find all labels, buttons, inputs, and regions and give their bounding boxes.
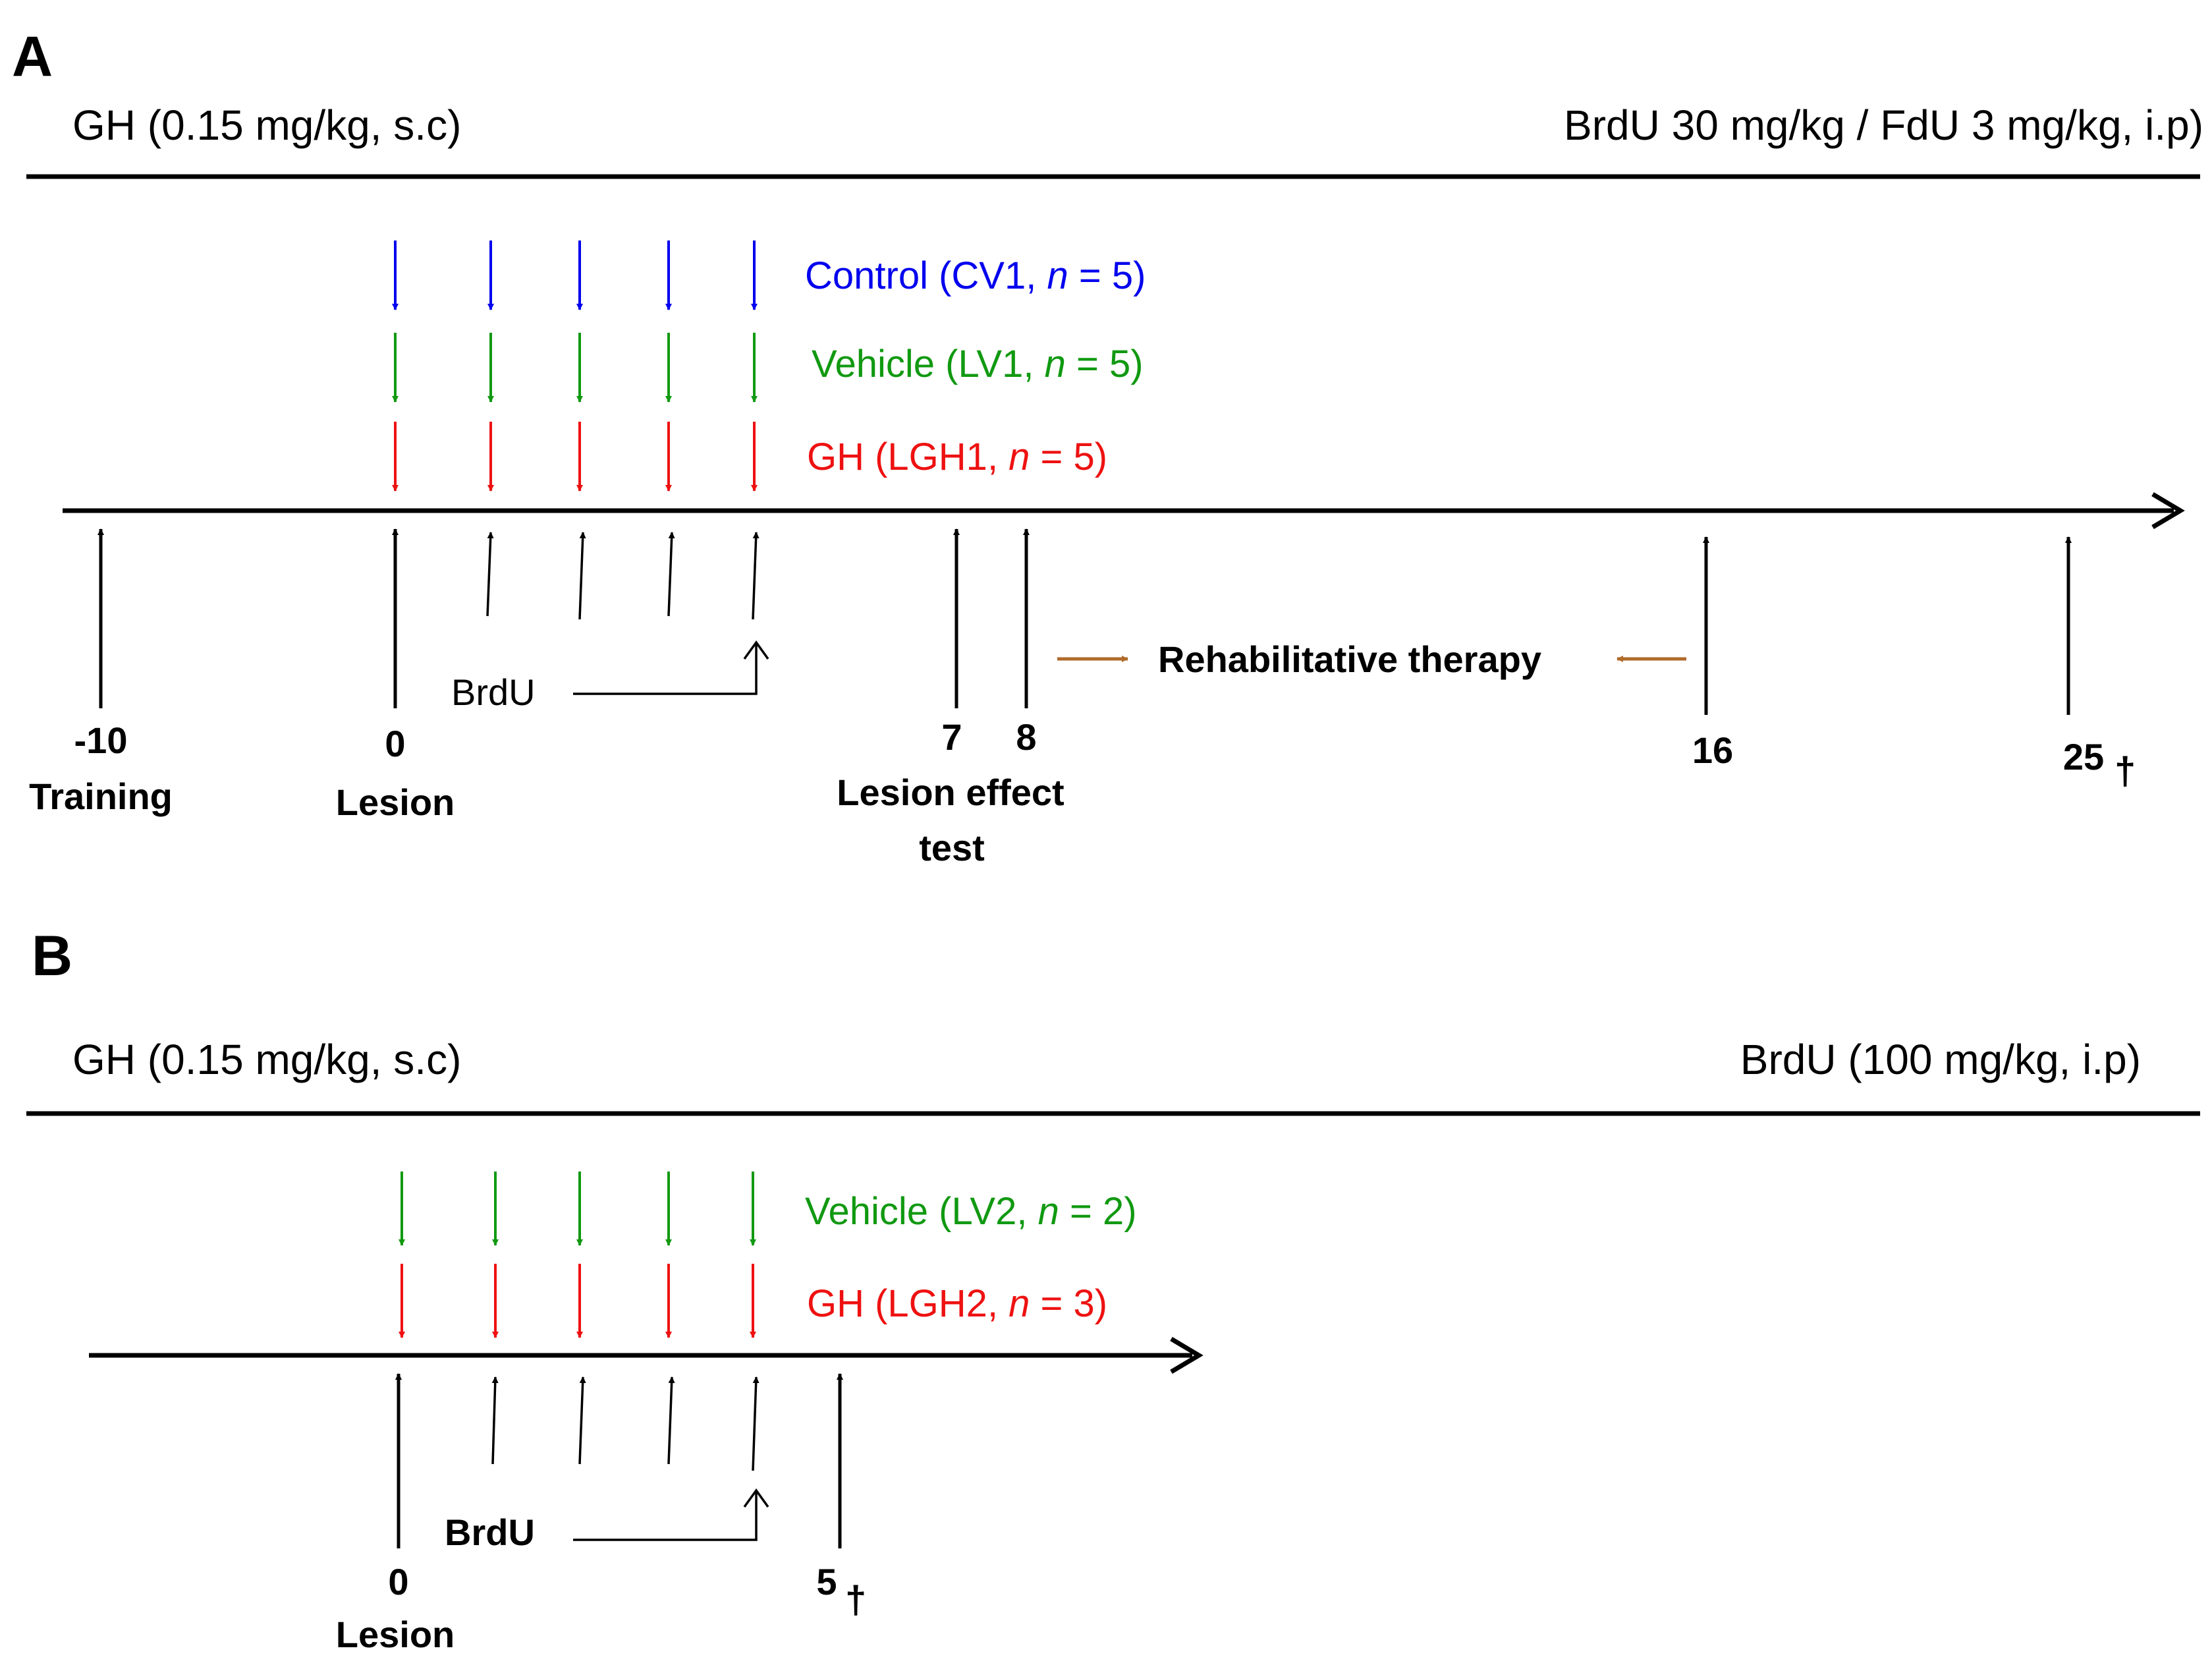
panel-b-group-gh-label: GH (LGH2, n = 3) xyxy=(807,1282,1107,1325)
panel-a-gh-dose-header: GH (0.15 mg/kg, s.c) xyxy=(72,101,461,149)
panel-b-caption-lesion: Lesion xyxy=(336,1614,455,1655)
panel-a-day-16: 16 xyxy=(1692,729,1733,771)
panel-b-injection-arrows xyxy=(399,1172,756,1338)
panel-a-group-gh-label: GH (LGH1, n = 5) xyxy=(807,436,1107,478)
panel-b-brdu-label: BrdU xyxy=(445,1512,535,1553)
panel-a-caption-training: Training xyxy=(29,776,173,817)
panel-b-brdu-injection-arrow xyxy=(667,1376,675,1465)
panel-b-group-vehicle-label: Vehicle (LV2, n = 2) xyxy=(805,1190,1137,1233)
panel-a-brdu-injection-arrow xyxy=(752,532,760,620)
panel-a: A GH (0.15 mg/kg, s.c) BrdU 30 mg/kg / F… xyxy=(12,25,2203,868)
panel-b-brdu-bracket-arrowhead xyxy=(743,1488,769,1508)
panel-a-group-control-label: Control (CV1, n = 5) xyxy=(805,254,1146,297)
panel-a-timepoint-arrows xyxy=(97,528,2072,715)
panel-b-dagger-sacrifice: † xyxy=(845,1579,866,1622)
panel-a-injection-arrows xyxy=(392,240,758,492)
panel-b-brdu-bracket xyxy=(573,1490,758,1541)
panel-a-letter: A xyxy=(12,25,53,88)
panel-a-timeline-arrowhead xyxy=(2151,492,2185,530)
panel-b-brdu-injection-arrow xyxy=(491,1376,499,1465)
panel-b-brdu-injection-arrow xyxy=(578,1376,586,1465)
panel-a-therapy-label: Rehabilitative therapy xyxy=(1158,638,1541,680)
panel-a-day-7: 7 xyxy=(941,716,962,758)
panel-a-caption-lesion-effect: Lesion effect xyxy=(837,772,1064,813)
panel-a-day-8: 8 xyxy=(1016,716,1036,758)
panel-b-day-0: 0 xyxy=(388,1561,408,1602)
panel-a-brdu-bracket-arrowhead xyxy=(743,640,769,660)
panel-a-day-0: 0 xyxy=(385,723,405,764)
panel-b-gh-dose-header: GH (0.15 mg/kg, s.c) xyxy=(72,1036,461,1083)
panel-a-brdu-label: BrdU xyxy=(451,671,536,713)
panel-a-caption-lesion: Lesion xyxy=(336,781,455,823)
panel-a-brdu-dose-header: BrdU 30 mg/kg / FdU 3 mg/kg, i.p) xyxy=(1564,101,2203,149)
panel-b-letter: B xyxy=(32,924,72,988)
panel-a-dagger-sacrifice: † xyxy=(2115,750,2136,793)
panel-a-brdu-injection-arrow xyxy=(578,532,586,620)
panel-a-brdu-injection-arrow xyxy=(486,532,494,617)
panel-b-timepoint-arrows xyxy=(395,1373,843,1548)
panel-b-day-5: 5 xyxy=(816,1561,837,1602)
panel-a-day-25: 25 xyxy=(2063,736,2104,777)
panel-a-group-vehicle-label: Vehicle (LV1, n = 5) xyxy=(812,343,1144,385)
panel-b-brdu-injection-arrow xyxy=(752,1376,760,1471)
panel-a-brdu-injection-arrow xyxy=(667,532,675,617)
panel-b-timeline-arrowhead xyxy=(1170,1336,1203,1374)
panel-b-brdu-dose-header: BrdU (100 mg/kg, i.p) xyxy=(1740,1036,2141,1083)
panel-b: B GH (0.15 mg/kg, s.c) BrdU (100 mg/kg, … xyxy=(26,924,2200,1655)
panel-a-caption-test: test xyxy=(919,827,985,868)
panel-a-brdu-bracket xyxy=(573,642,758,695)
panel-a-day-minus10: -10 xyxy=(74,720,128,761)
